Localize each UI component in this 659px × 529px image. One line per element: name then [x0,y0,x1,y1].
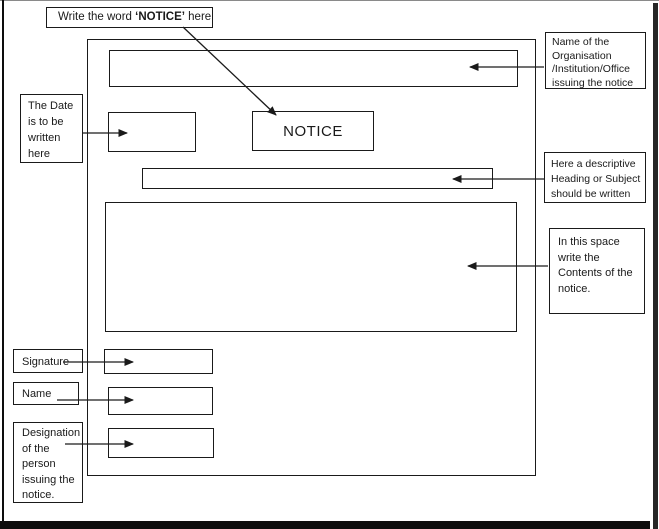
heading-field [142,168,493,189]
page-border-left [2,0,4,521]
callout-write-notice-bold: ‘NOTICE’ [135,11,185,23]
organisation-name-field [109,50,518,87]
callout-heading: Here a descriptive Heading or Subject sh… [544,152,646,203]
notice-template-frame [87,39,536,476]
designation-field [108,428,214,458]
callout-designation: Designation of the person issuing the no… [13,422,83,503]
page-border-right [653,3,658,529]
date-field [108,112,196,152]
callout-write-notice-suffix: here [184,11,212,23]
callout-write-notice: Write the word ‘NOTICE’ here [46,7,213,28]
notice-title-box: NOTICE [252,111,374,151]
callout-signature: Signature [13,349,83,373]
callout-contents: In this space write the Contents of the … [549,228,645,314]
page-border-top [0,0,659,1]
callout-write-notice-prefix: Write the word [58,11,136,23]
notice-title-text: NOTICE [283,122,343,140]
signature-field [104,349,213,374]
callout-organisation: Name of the Organisation /Institution/Of… [545,32,646,89]
page-border-bottom [0,521,650,529]
contents-field [105,202,517,332]
callout-date: The Date is to be written here [20,94,83,163]
name-field [108,387,213,415]
callout-name: Name [13,382,79,405]
